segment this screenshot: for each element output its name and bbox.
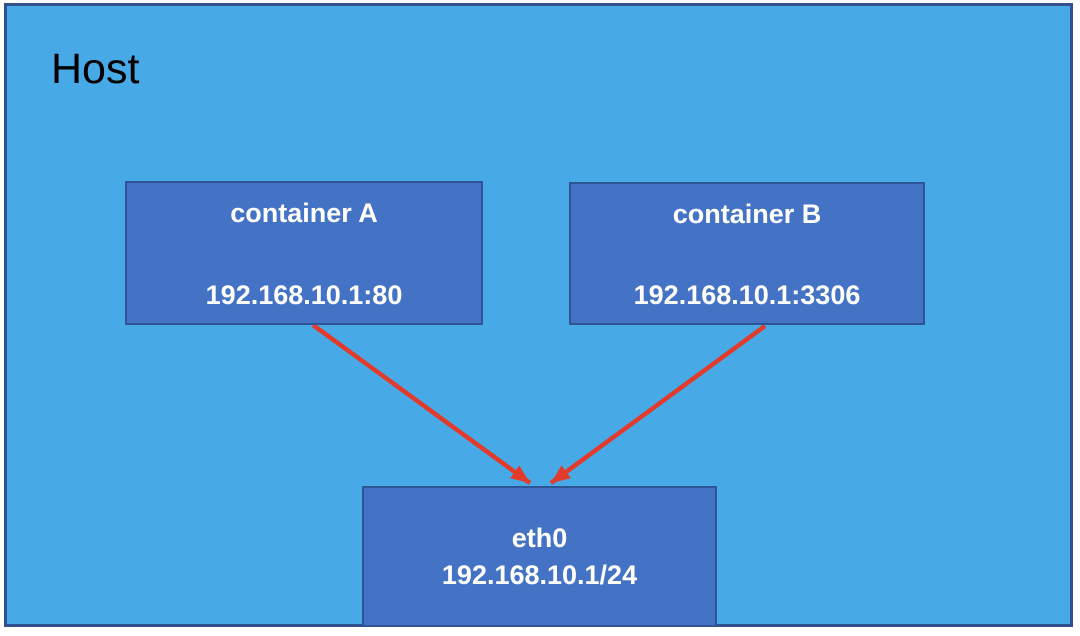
container-a-address: 192.168.10.1:80 [205,280,403,310]
container-b-title: container B [672,199,822,229]
node-container-a: container A 192.168.10.1:80 [125,181,483,325]
container-a-title: container A [230,198,378,228]
host-label: Host [51,45,140,93]
container-b-address: 192.168.10.1:3306 [633,280,861,310]
node-container-b: container B 192.168.10.1:3306 [569,182,925,325]
eth0-address: 192.168.10.1/24 [441,559,638,590]
eth0-title: eth0 [511,522,568,553]
node-eth0: eth0 192.168.10.1/24 [362,486,717,627]
